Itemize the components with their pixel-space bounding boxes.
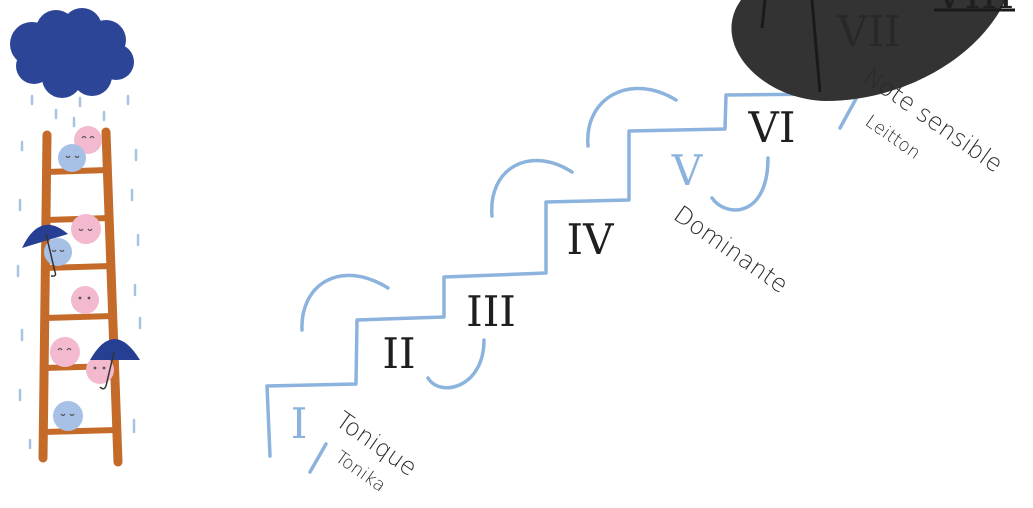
half-step-arc: [426, 338, 486, 390]
umbrella-icon: [90, 339, 140, 390]
face: [71, 214, 101, 244]
degree-numeral-4: IV: [567, 215, 615, 264]
face: [44, 238, 72, 266]
degree-numeral-6: VI: [748, 103, 796, 152]
step-arc: [490, 158, 574, 218]
accent-mark: [838, 95, 859, 130]
degree-numeral-7: VII: [836, 7, 901, 56]
face: [53, 401, 83, 431]
rain-drops: [16, 94, 142, 450]
step-arc: [300, 273, 390, 332]
face: [86, 356, 114, 384]
stair-line: [265, 92, 832, 458]
rain-cloud-icon: [10, 8, 134, 98]
degree-numeral-5: V: [671, 146, 703, 195]
ladder-faces: [44, 126, 114, 431]
rain-illustration: [10, 8, 142, 467]
umbrella-icon: [22, 224, 68, 277]
degree-numeral-3: III: [466, 287, 516, 336]
degree-numeral-1: I: [291, 399, 308, 448]
degree-numeral-8: VIII: [933, 0, 1014, 18]
ladder-icon: [38, 127, 123, 467]
face: [71, 286, 99, 314]
face: [50, 337, 80, 367]
face: [58, 144, 86, 172]
face: [74, 126, 102, 154]
degree-numerals: I II III IV V VI VII VIII: [291, 0, 1014, 448]
staircase: [265, 32, 962, 474]
step-arc: [586, 86, 678, 148]
half-step-arc: [710, 156, 770, 212]
accent-mark: [308, 442, 328, 474]
shadow-overlay: [731, 0, 1015, 101]
dominant-label: Dominante: [669, 200, 794, 299]
degree-numeral-2: II: [382, 329, 415, 378]
degree-labels: Tonique Tonika Dominante Note sensible L…: [331, 62, 1008, 497]
